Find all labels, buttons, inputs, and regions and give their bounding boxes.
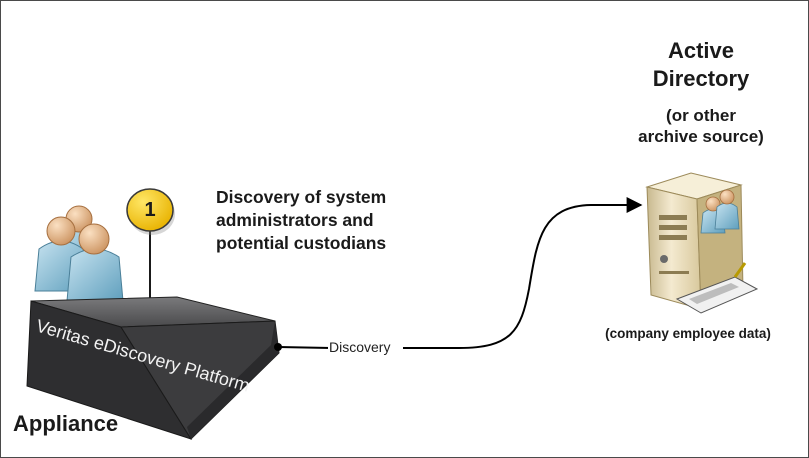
active-directory-subtitle-line1: (or other [666, 106, 736, 125]
appliance-box-icon: Veritas eDiscovery Platform [26, 296, 280, 440]
active-directory-title: Active Directory [601, 37, 801, 93]
appliance-label: Appliance [13, 411, 119, 436]
step-description-line1: Discovery of system [216, 187, 387, 207]
step-number-circle [126, 188, 175, 235]
server-tower-icon [645, 172, 759, 314]
step-description-line2: administrators and [216, 210, 374, 230]
active-directory-title-line1: Active [667, 38, 735, 63]
connector-start-dot [274, 343, 282, 351]
step-description-line3: potential custodians [216, 233, 387, 253]
active-directory-subtitle-line2: archive source) [638, 127, 764, 146]
users-group-icon [34, 205, 124, 302]
step-description: Discovery of system administrators and p… [216, 186, 476, 255]
active-directory-subtitle: (or other archive source) [601, 105, 801, 147]
discovery-connector-label: Discovery [328, 339, 392, 356]
step-number-label: 1 [144, 199, 156, 221]
server-caption: (company employee data) [605, 326, 771, 341]
active-directory-title-line2: Directory [652, 66, 750, 91]
discovery-connector-line [277, 205, 641, 349]
